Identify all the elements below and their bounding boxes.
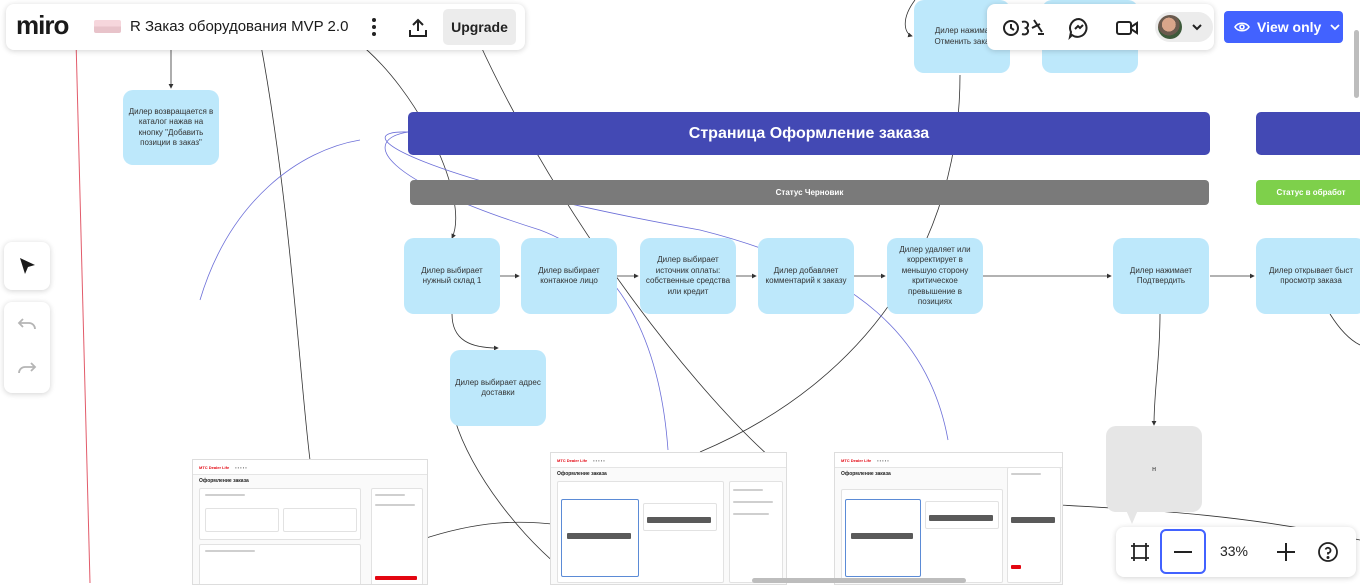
- view-only-button[interactable]: View only: [1224, 11, 1343, 43]
- screenshot-mockup[interactable]: МТС Dealer Life▪ ▪ ▪ ▪ ▪ Оформление зака…: [550, 452, 787, 585]
- comment-sticky[interactable]: н: [1106, 426, 1202, 512]
- horizontal-scrollbar[interactable]: [752, 578, 966, 583]
- mock-header: МТС Dealer Life▪ ▪ ▪ ▪ ▪: [193, 460, 427, 475]
- reactions-icon[interactable]: [1001, 14, 1047, 40]
- redo-icon[interactable]: [7, 348, 47, 388]
- mock-header: МТС Dealer Life▪ ▪ ▪ ▪ ▪: [551, 453, 786, 468]
- mock-header: МТС Dealer Life▪ ▪ ▪ ▪ ▪: [835, 453, 1062, 468]
- video-call-icon[interactable]: [1113, 14, 1141, 42]
- board-title[interactable]: R Заказ оборудования MVP 2.0: [130, 18, 349, 35]
- select-tool-panel: [4, 242, 50, 290]
- section-banner-partial[interactable]: [1256, 112, 1360, 155]
- sticky-note[interactable]: Дилер нажимает Подтвердить: [1113, 238, 1209, 314]
- mock-title: Оформление заказа: [841, 471, 891, 477]
- sticky-note[interactable]: Дилер удаляет или корректирует в меньшую…: [887, 238, 983, 314]
- sticky-note[interactable]: Дилер выбирает контакное лицо: [521, 238, 617, 314]
- zoom-panel: 33%: [1116, 527, 1356, 577]
- eye-icon: [1234, 21, 1250, 33]
- screenshot-mockup[interactable]: МТС Dealer Life▪ ▪ ▪ ▪ ▪ Оформление зака…: [834, 452, 1063, 585]
- mock-title: Оформление заказа: [199, 478, 249, 484]
- help-icon[interactable]: [1314, 538, 1342, 566]
- undo-icon[interactable]: [7, 304, 47, 344]
- history-panel: [4, 302, 50, 393]
- fit-to-screen-icon[interactable]: [1126, 538, 1154, 566]
- zoom-in-button[interactable]: [1272, 538, 1300, 566]
- zoom-out-button[interactable]: [1160, 529, 1206, 574]
- mock-title: Оформление заказа: [557, 471, 607, 477]
- sticky-note[interactable]: Дилер выбирает адрес доставки: [450, 350, 546, 426]
- vertical-scrollbar[interactable]: [1354, 30, 1359, 98]
- comment-tail: [1126, 510, 1138, 524]
- more-options-icon[interactable]: [362, 14, 386, 40]
- board-header-panel: miro R Заказ оборудования MVP 2.0 Upgrad…: [6, 4, 525, 50]
- comments-icon[interactable]: [1065, 14, 1093, 42]
- status-draft-bar[interactable]: Статус Черновик: [410, 180, 1209, 205]
- miro-logo[interactable]: miro: [16, 10, 69, 40]
- board-flag-icon: [94, 20, 121, 33]
- share-upload-icon[interactable]: [404, 14, 432, 42]
- collaboration-panel: [987, 4, 1214, 50]
- zoom-level[interactable]: 33%: [1219, 543, 1249, 559]
- view-only-label: View only: [1257, 19, 1322, 35]
- sticky-note[interactable]: Дилер открывает быст просмотр заказа: [1256, 238, 1360, 314]
- comment-text: н: [1152, 465, 1156, 473]
- select-cursor-icon[interactable]: [7, 246, 47, 286]
- sticky-note[interactable]: Дилер добавляет комментарий к заказу: [758, 238, 854, 314]
- section-banner[interactable]: Страница Оформление заказа: [408, 112, 1210, 155]
- sticky-note[interactable]: Дилер возвращается в каталог нажав на кн…: [123, 90, 219, 165]
- user-avatar[interactable]: [1155, 12, 1213, 42]
- chevron-down-icon: [1191, 20, 1203, 38]
- sticky-note[interactable]: Дилер выбирает источник оплаты: собствен…: [640, 238, 736, 314]
- screenshot-mockup[interactable]: МТС Dealer Life▪ ▪ ▪ ▪ ▪ Оформление зака…: [192, 459, 428, 585]
- status-processing-bar[interactable]: Статус в обработ: [1256, 180, 1360, 205]
- upgrade-button[interactable]: Upgrade: [443, 9, 516, 45]
- sticky-note[interactable]: Дилер выбирает нужный склад 1: [404, 238, 500, 314]
- chevron-down-icon: [1329, 21, 1341, 33]
- avatar: [1158, 15, 1182, 39]
